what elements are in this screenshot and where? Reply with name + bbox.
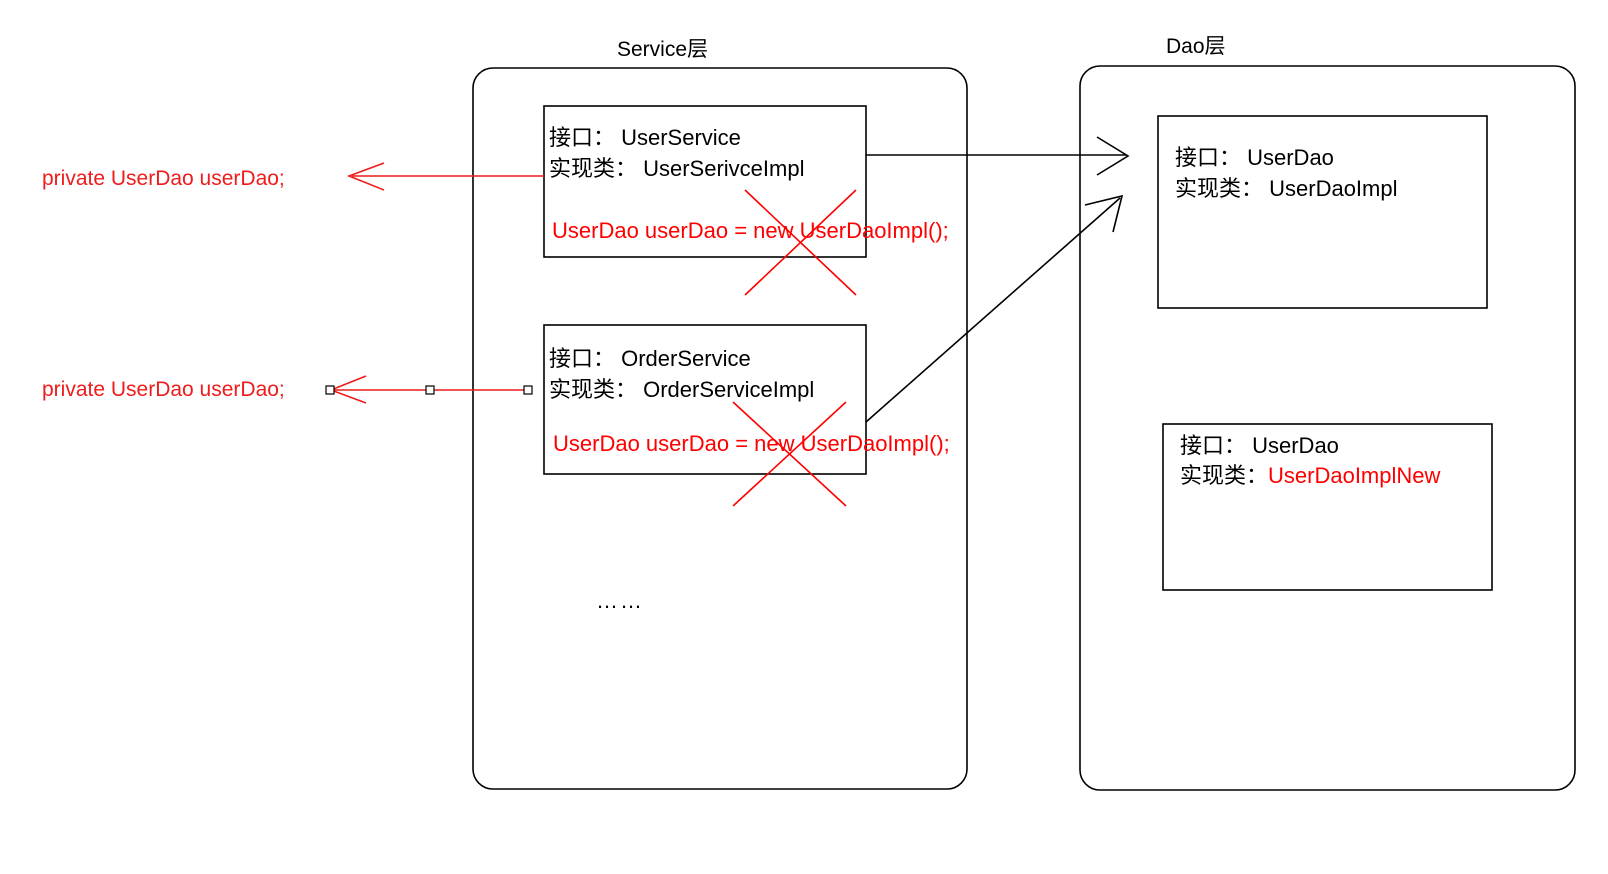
user-dao-new-impl-label: 实现类： <box>1180 463 1269 488</box>
dao-layer-title: Dao层 <box>1166 35 1226 58</box>
annotation-arrow-user-service <box>346 162 544 191</box>
user-service-impl-line: 实现类： UserSerivceImpl <box>549 156 805 181</box>
user-service-code-line: UserDao userDao = new UserDaoImpl(); <box>552 218 949 243</box>
annotation-arrow-selection-handles[interactable] <box>325 385 533 395</box>
arrow-user-service-to-user-dao <box>866 136 1130 176</box>
annotation-label-order-service: private UserDao userDao; <box>42 378 285 401</box>
annotation-label-user-service: private UserDao userDao; <box>42 167 285 190</box>
user-dao-new-interface-line: 接口： UserDao <box>1180 433 1339 458</box>
user-dao-interface-line: 接口： UserDao <box>1175 145 1334 170</box>
user-dao-new-impl-value: UserDaoImplNew <box>1268 463 1441 488</box>
order-service-interface-line: 接口： OrderService <box>549 346 751 371</box>
user-service-interface-line: 接口： UserService <box>549 125 741 150</box>
user-dao-impl-label: 实现类： <box>1175 176 1264 201</box>
annotation-arrow-order-service[interactable] <box>328 375 530 404</box>
service-layer-title: Service层 <box>617 38 709 61</box>
user-dao-impl-line: 实现类： UserDaoImpl <box>1175 174 1398 204</box>
user-dao-new-impl-line: 实现类：UserDaoImplNew <box>1180 461 1440 491</box>
user-dao-impl-value: UserDaoImpl <box>1263 176 1398 201</box>
order-service-code-line: UserDao userDao = new UserDaoImpl(); <box>553 431 950 456</box>
order-service-impl-line: 实现类： OrderServiceImpl <box>549 377 815 402</box>
more-services-ellipsis: …… <box>596 588 644 613</box>
